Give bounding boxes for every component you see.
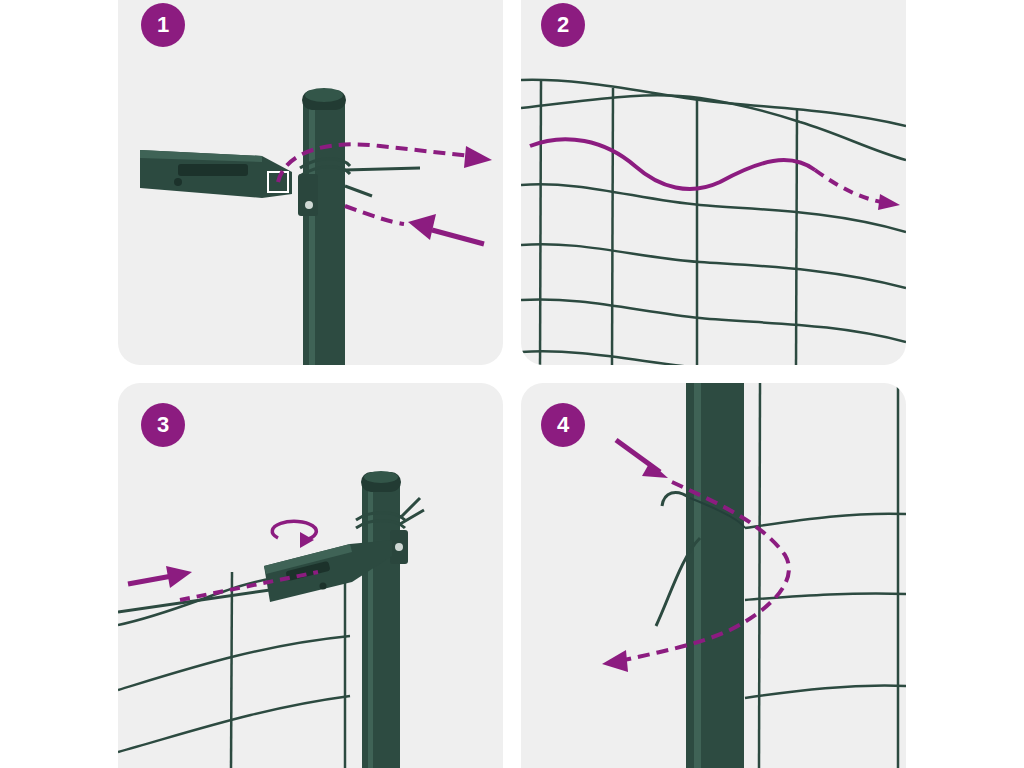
panel bbox=[521, 383, 906, 768]
dashed-path bbox=[180, 572, 318, 600]
arrowhead bbox=[642, 462, 668, 478]
step-three-art bbox=[118, 471, 424, 768]
step-four-art bbox=[602, 383, 906, 768]
arrowhead bbox=[166, 566, 192, 588]
tensioner-hole bbox=[320, 583, 327, 590]
post-cap bbox=[361, 472, 401, 492]
mesh-wire bbox=[521, 95, 906, 160]
wave-path bbox=[530, 139, 815, 189]
dashed-path bbox=[345, 206, 404, 224]
wire-tensioner bbox=[140, 150, 292, 198]
mesh-wire bbox=[540, 80, 541, 365]
callout-number: 3 bbox=[157, 414, 169, 436]
tensioner-hole bbox=[174, 178, 182, 186]
mesh-wire bbox=[118, 636, 350, 690]
mesh-wire bbox=[231, 572, 232, 768]
wire bbox=[345, 168, 420, 170]
mesh-wire bbox=[745, 686, 906, 698]
post-cap-top bbox=[364, 471, 398, 483]
tensioner-slot bbox=[285, 561, 330, 581]
arrowhead bbox=[602, 650, 628, 672]
fence-post bbox=[362, 482, 400, 768]
arrowhead bbox=[464, 146, 492, 168]
arrow-shaft bbox=[128, 576, 172, 584]
post-cap-top bbox=[305, 88, 343, 102]
mesh-wire bbox=[521, 351, 700, 365]
wire bbox=[356, 513, 405, 521]
arrowhead bbox=[300, 532, 314, 548]
mesh-wire bbox=[759, 383, 760, 768]
post-highlight bbox=[694, 383, 701, 768]
wire bbox=[662, 492, 690, 506]
mesh-wire bbox=[796, 110, 797, 365]
mesh-wire bbox=[521, 244, 906, 288]
panel bbox=[521, 0, 906, 365]
tension-wire bbox=[118, 590, 270, 612]
wire bbox=[345, 186, 372, 196]
panel bbox=[118, 383, 503, 768]
mesh-wire bbox=[118, 696, 350, 752]
step-number: 4 bbox=[541, 403, 585, 447]
art-part bbox=[745, 383, 906, 768]
mesh-wire bbox=[521, 80, 906, 126]
step-two-art bbox=[521, 80, 906, 365]
wire bbox=[356, 521, 405, 529]
fence-post bbox=[303, 100, 345, 365]
mesh-wire bbox=[745, 514, 906, 528]
mesh-wire bbox=[897, 383, 900, 768]
dashed-path bbox=[624, 482, 789, 660]
step-number: 1 bbox=[141, 3, 185, 47]
post-highlight bbox=[309, 104, 315, 365]
dashed-path bbox=[278, 144, 470, 182]
rotation-arrow bbox=[272, 521, 316, 540]
arrowhead bbox=[408, 214, 436, 240]
arrowhead bbox=[878, 194, 900, 210]
fence-post bbox=[686, 383, 744, 768]
bolt bbox=[395, 543, 403, 551]
mesh-wire bbox=[344, 560, 347, 768]
tensioner-slot bbox=[178, 164, 248, 176]
bolt bbox=[305, 201, 313, 209]
wire bbox=[656, 538, 700, 626]
mesh-wire bbox=[696, 98, 699, 365]
callout-number: 1 bbox=[157, 14, 169, 36]
arrow-shaft bbox=[432, 230, 484, 244]
art-part bbox=[118, 560, 350, 768]
post-clamp bbox=[390, 530, 408, 564]
step-number: 3 bbox=[141, 403, 185, 447]
post-highlight bbox=[368, 486, 373, 768]
wire-end bbox=[400, 498, 424, 524]
dashed-path bbox=[815, 170, 882, 202]
post-clamp bbox=[298, 174, 318, 216]
mesh-wire bbox=[612, 88, 613, 365]
wire-tensioner bbox=[264, 540, 392, 602]
callout-number: 4 bbox=[557, 414, 569, 436]
step-number: 2 bbox=[541, 3, 585, 47]
callout-number: 2 bbox=[557, 14, 569, 36]
mesh-wire bbox=[745, 593, 906, 600]
mesh-wire bbox=[521, 299, 906, 342]
step-one-art bbox=[140, 88, 492, 365]
tensioner-edge bbox=[140, 150, 262, 162]
